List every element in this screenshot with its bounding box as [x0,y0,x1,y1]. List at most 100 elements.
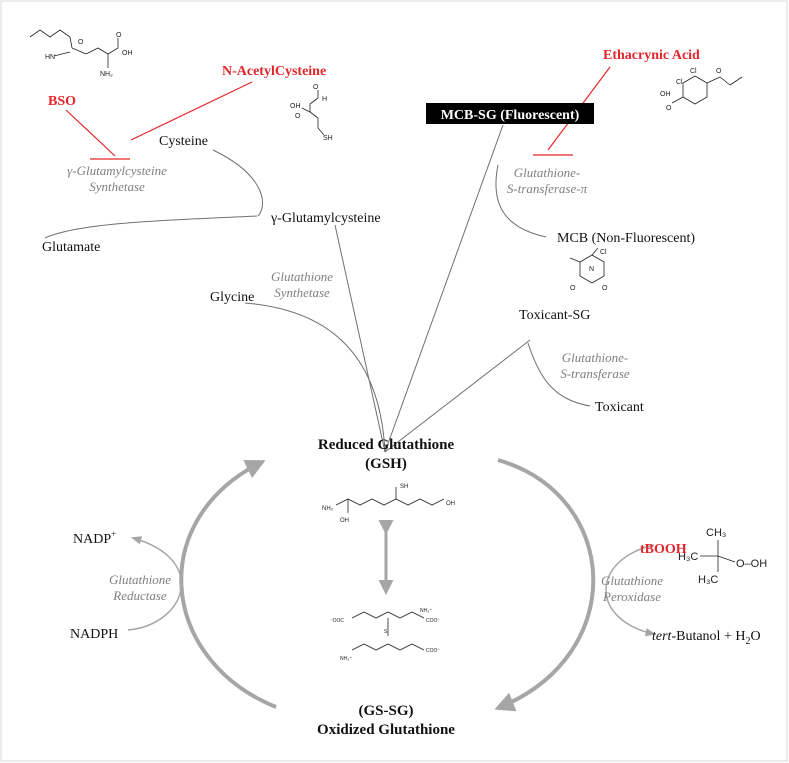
tbooh-structure [700,540,736,572]
nadp-text: NADP [73,532,111,547]
toxicant-label: Toxicant [595,400,644,415]
gstpi-enzyme-line2: S-transferase-π [507,181,588,196]
gssg-coo-label: ⁻OOC [330,618,344,624]
nadp-superscript: + [111,529,116,539]
gst-enzyme-line1: Glutathione- [562,350,628,365]
cysteine-label: Cysteine [159,134,208,149]
ethacrynic-o-label: O [716,68,722,75]
gsh-structure-labels: SH NH₂ OH OH [322,484,455,524]
gssg-coo2-label: COO⁻ [426,618,440,624]
butanol-water-label: tert-Butanol + H2O [652,629,761,647]
glutamate-merge-curve [44,215,258,239]
gsh-title-line1: Reduced Glutathione [318,437,455,453]
mcb-sg-badge-bg [426,103,594,124]
gssg-coo3-label: COO⁻ [426,648,440,654]
gsh-ho-label: OH [340,518,349,524]
gcs-to-gsh-line [334,224,386,453]
gssg-title-line2: Oxidized Glutathione [317,722,455,738]
ethacrynic-cl2-label: Cl [676,79,683,86]
tbooh-ch3-top: CH₃ [706,527,726,539]
toxicant-merge-curve [527,342,591,407]
bso-inhibit-line [65,109,116,157]
gcs-enzyme-line2: Synthetase [89,179,145,194]
nac-feed-line [130,81,253,141]
gsh-nh2-label: NH₂ [322,506,334,512]
gsh-to-mcbsg-line [384,124,504,453]
gssg-title-line1: (GS-SG) [358,703,413,719]
water-end-part: O [750,629,760,644]
glycine-merge-curve [244,302,386,453]
gsh-to-toxicantsg-line [384,339,531,453]
mcb-o2-label: O [602,285,608,292]
nadp-label: NADP+ [73,529,116,547]
glutamate-label: Glutamate [42,240,100,255]
gstpi-enzyme-line1: Glutathione- [514,165,580,180]
glycine-label: Glycine [210,290,254,305]
gsh-to-gssg-arc [494,458,596,712]
nac-structure-labels: O H OH O SH [290,84,333,142]
mcb-o-label: O [570,285,576,292]
gst-enzyme-line2: S-transferase [560,366,630,381]
bso-o2-label: O [116,32,122,39]
bso-oh-label: OH [122,50,133,57]
mcb-cl-label: Cl [600,249,607,256]
gr-enzyme-line2: Reductase [112,588,167,603]
bso-nh2-label: NH₂ [100,71,113,78]
gssg-structure [351,611,425,651]
nadph-to-nadp-arrow [127,536,183,631]
mcb-structure [569,247,605,284]
mcb-structure-labels: N Cl O O [570,249,608,292]
gssg-nh3-2-label: NH₃⁺ [340,656,352,662]
gsh-structure [335,487,445,513]
ethacrynic-structure-labels: Cl Cl O OH O [660,68,722,112]
nac-nh-label: H [322,96,327,103]
cysteine-to-gcs-curve [212,149,264,217]
gr-enzyme-line1: Glutathione [109,572,171,587]
toxicant-sg-label: Toxicant-SG [519,308,590,323]
gs-enzyme-line1: Glutathione [271,269,333,284]
ethacrynic-structure [671,75,743,105]
gamma-glutamylcysteine-label: γ-Glutamylcysteine [270,211,381,226]
water-subscript: 2 [745,636,750,647]
cofactor-arrows [127,536,657,637]
gssg-to-gsh-arc [179,460,277,709]
tbooh-ooh: O–OH [736,558,767,570]
mcb-label: MCB (Non-Fluorescent) [557,231,695,246]
bso-structure-labels: HN O OH O NH₂ [45,32,133,78]
butanol-rest-part: -Butanol + H [671,629,745,644]
gs-enzyme-line2: Synthetase [274,285,330,300]
ethacrynic-acid-label: Ethacrynic Acid [603,48,700,63]
ethacrynic-ho-label: OH [660,91,671,98]
nac-sh-label: SH [323,135,333,142]
tbooh-label: tBOOH [640,542,687,557]
gssg-structure-labels: ⁻OOC NH₃⁺ COO⁻ S NH₃⁺ COO⁻ [330,608,440,662]
nac-ho-label: OH [290,103,301,110]
nac-o2-label: O [295,113,301,120]
ethacrynic-o2-label: O [666,105,672,112]
bso-hn-label: HN [45,54,55,61]
gsh-oh-label: OH [446,501,455,507]
gcs-enzyme-line1: γ-Glutamylcysteine [67,163,167,178]
gssg-s-label: S [384,629,388,635]
gpx-enzyme-line1: Glutathione [601,573,663,588]
gpx-enzyme-line2: Peroxidase [602,589,661,604]
ethacrynic-cl-label: Cl [690,68,697,75]
bso-label: BSO [48,94,76,109]
tbooh-structure-labels: CH₃ H₃C H₃C O–OH [678,527,767,586]
nac-o-label: O [313,84,319,91]
tbooh-to-butanol-arrow [605,544,657,637]
tbooh-h3c-bottom: H₃C [698,574,718,586]
tbooh-h3c-left: H₃C [678,551,698,563]
gsh-sh-label: SH [400,484,408,490]
butanol-italic-part: tert [652,629,673,644]
gsh-title-line2: (GSH) [365,456,407,472]
bso-o-label: O [78,39,84,46]
nadph-label: NADPH [70,627,118,642]
mcb-n-label: N [589,266,594,273]
pathway-lines [44,124,591,453]
gssg-nh3-label: NH₃⁺ [420,608,432,614]
bso-structure [29,29,119,68]
